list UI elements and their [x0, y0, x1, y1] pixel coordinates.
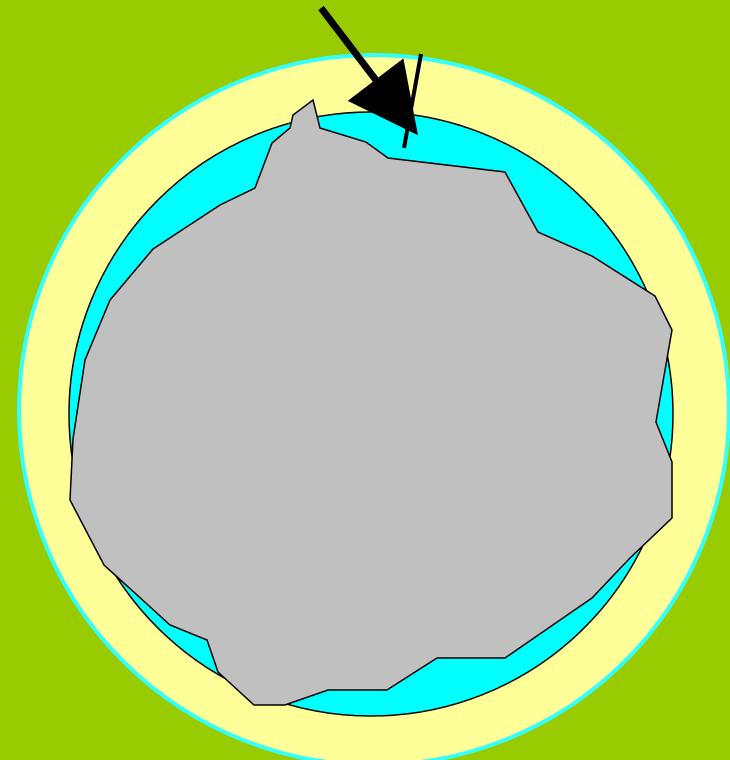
diagram-canvas [0, 0, 730, 760]
diagram-svg [0, 0, 730, 760]
